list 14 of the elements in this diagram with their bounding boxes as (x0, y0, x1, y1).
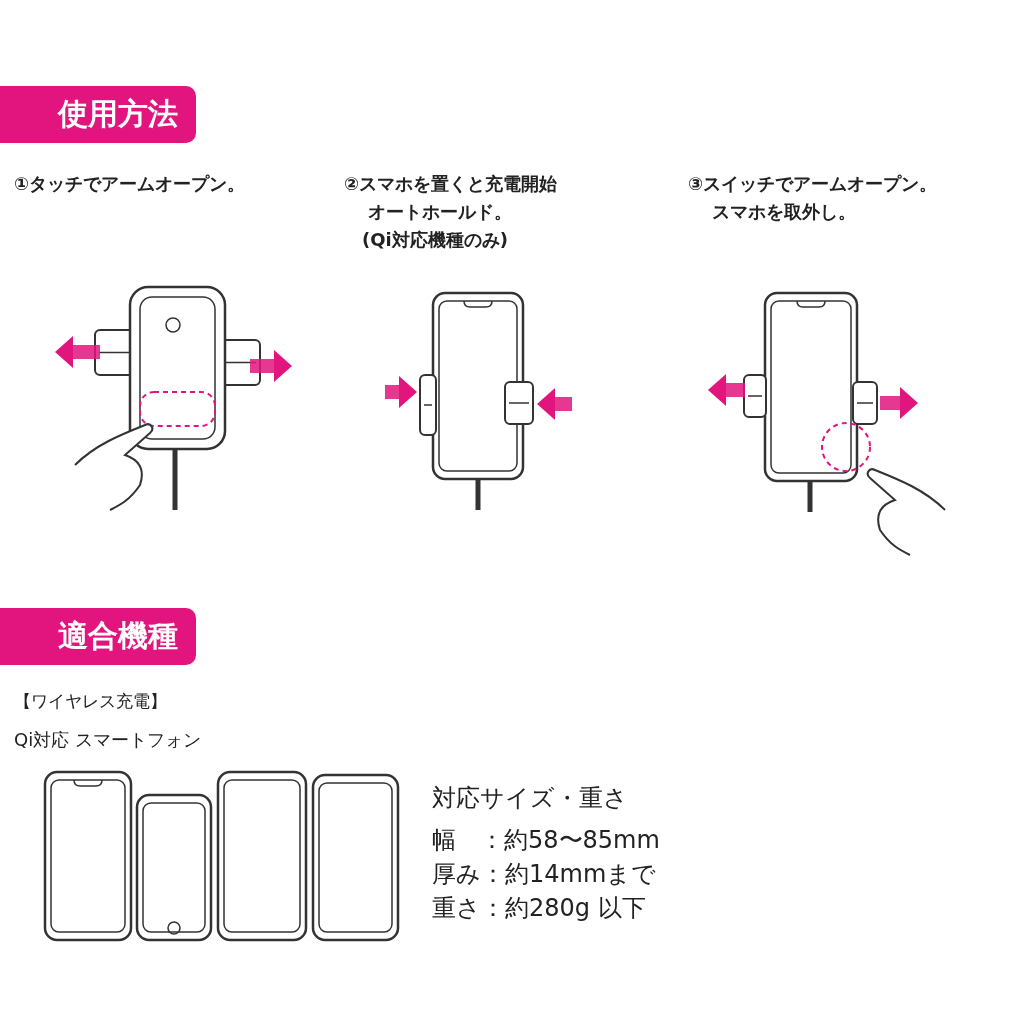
section-heading: 適合機種 (0, 608, 196, 665)
step-text: ③スイッチでアームオープン。 (688, 172, 938, 196)
spec-heading: 対応サイズ・重さ (432, 783, 628, 814)
category-label: 【ワイヤレス充電】 (14, 690, 167, 713)
step-text: ①タッチでアームオープン。 (14, 172, 246, 196)
step-text: ②スマホを置くと充電開始 (344, 172, 558, 196)
spec-text: 重さ：約280g 以下 (432, 893, 646, 924)
step-text: オートホールド。 (368, 200, 512, 224)
section-heading: 使用方法 (0, 86, 196, 143)
spec-text: 幅 ：約58〜85mm (432, 825, 660, 856)
step-text: (Qi対応機種のみ) (362, 228, 508, 252)
step-text: スマホを取外し。 (712, 200, 856, 224)
compatible-devices-text: Qi対応 スマートフォン (14, 728, 201, 752)
spec-text: 厚み：約14mmまで (432, 859, 657, 890)
